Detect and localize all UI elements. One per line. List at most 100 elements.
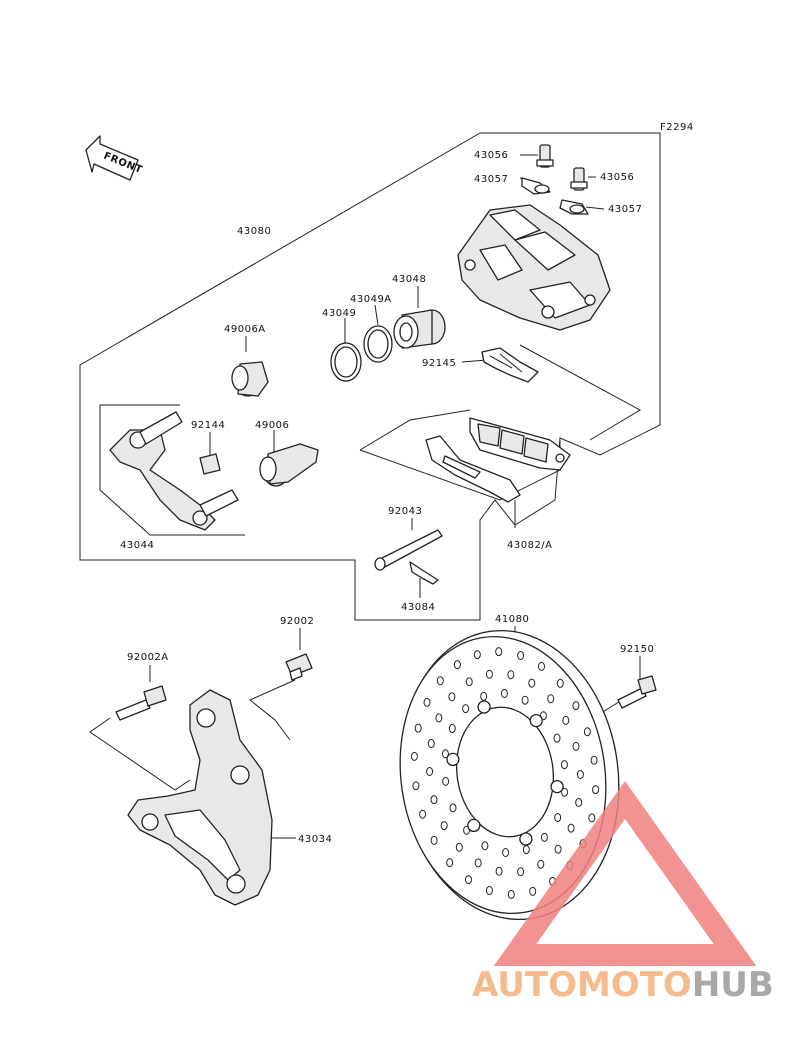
pad-pin xyxy=(374,529,443,571)
label-43044: 43044 xyxy=(120,540,154,551)
caliper-bracket xyxy=(109,411,239,531)
disc-hole xyxy=(448,692,456,702)
disc-hole xyxy=(481,841,489,851)
label-92043: 92043 xyxy=(388,506,422,517)
figure-code: F2294 xyxy=(660,122,694,133)
disc-hole xyxy=(473,650,481,660)
label-43080: 43080 xyxy=(237,226,271,237)
disc-hole xyxy=(507,889,515,899)
pad-spring xyxy=(481,347,539,383)
label-43049A: 43049A xyxy=(350,294,392,305)
disc-hole xyxy=(485,669,493,679)
disc-hole xyxy=(575,798,583,807)
disc-holes xyxy=(410,647,600,899)
disc-hole xyxy=(560,760,568,770)
disc-hole xyxy=(547,694,555,704)
disc-hole xyxy=(455,842,463,852)
brake-pad-shim xyxy=(425,435,521,503)
caliper-body xyxy=(457,204,611,331)
piston xyxy=(393,309,446,349)
disc-hole xyxy=(562,715,570,725)
disc-hole xyxy=(436,676,444,686)
label-41080: 41080 xyxy=(495,614,529,625)
label-43057-a: 43057 xyxy=(474,174,508,185)
disc-hole xyxy=(462,704,470,714)
brake-pad-lining xyxy=(477,423,549,463)
disc-hole xyxy=(507,670,515,680)
watermark-triangle-icon xyxy=(493,780,757,966)
watermark-part2: HUB xyxy=(692,965,774,1005)
disc-hole xyxy=(412,781,420,791)
disc-mount-hole xyxy=(550,779,564,794)
disc-hole xyxy=(410,751,418,761)
bolt-92002A xyxy=(115,685,167,721)
bleed-valve-left xyxy=(536,144,554,168)
bolt-92150 xyxy=(617,675,657,709)
disc-hole xyxy=(522,845,530,855)
disc-hole xyxy=(441,749,449,759)
label-43082A: 43082/A xyxy=(507,540,553,551)
disc-hole xyxy=(572,741,580,751)
automotohub-watermark: AUTOMOTOHUB xyxy=(472,780,774,1005)
disc-hole xyxy=(517,867,525,877)
disc-hole xyxy=(529,886,537,896)
bolt-92002 xyxy=(285,653,313,681)
disc-hole xyxy=(495,647,503,657)
disc-hole xyxy=(465,875,472,885)
disc-hole xyxy=(502,848,510,857)
disc-hole xyxy=(465,677,473,687)
disc-mount-hole xyxy=(519,832,533,846)
label-43049: 43049 xyxy=(322,308,356,319)
label-92150: 92150 xyxy=(620,644,654,655)
disc-hole xyxy=(430,835,438,845)
label-43084: 43084 xyxy=(401,602,435,613)
disc-hole xyxy=(442,776,450,786)
disc-hole xyxy=(427,739,435,748)
pin-boot-a xyxy=(231,361,269,397)
disc-mount-hole xyxy=(467,818,481,833)
disc-hole xyxy=(430,795,438,805)
disc-hole xyxy=(500,689,508,698)
disc-hole xyxy=(554,844,562,854)
label-43034: 43034 xyxy=(298,834,332,845)
label-49006A: 49006A xyxy=(224,324,266,335)
label-49006: 49006 xyxy=(255,420,289,431)
disc-mount-hole xyxy=(446,752,460,767)
disc-hole xyxy=(572,701,580,711)
disc-hole xyxy=(517,651,525,660)
label-43057-b: 43057 xyxy=(608,204,642,215)
disc-hole xyxy=(449,803,457,813)
disc-hole xyxy=(538,661,545,671)
label-92145: 92145 xyxy=(422,358,456,369)
disc-hole xyxy=(554,813,562,822)
disc-hole xyxy=(440,821,448,831)
pin-clip xyxy=(409,561,439,585)
disc-hole xyxy=(446,858,454,868)
disc-hole xyxy=(583,727,591,737)
pad-retainer xyxy=(199,453,221,475)
label-43056-a: 43056 xyxy=(474,150,508,161)
disc-hole xyxy=(480,691,488,701)
disc-hole xyxy=(588,813,596,823)
disc-hole xyxy=(419,809,427,819)
disc-hole xyxy=(495,866,503,876)
disc-hole xyxy=(435,713,443,723)
dust-seal xyxy=(330,342,362,382)
disc-hole xyxy=(426,767,434,776)
disc-mount-hole xyxy=(529,713,543,728)
front-arrow-icon: FRONT xyxy=(85,135,144,181)
disc-mount-hole xyxy=(477,700,491,714)
label-43048: 43048 xyxy=(392,274,426,285)
piston-seal xyxy=(363,325,393,363)
part-labels: 43056 43056 43057 43057 43080 43048 4304… xyxy=(120,150,654,845)
disc-hole xyxy=(485,886,493,895)
disc-hole xyxy=(448,724,456,733)
label-92002A: 92002A xyxy=(127,652,169,663)
disc-hole xyxy=(540,832,548,842)
label-92002: 92002 xyxy=(280,616,314,627)
disc-hole xyxy=(590,755,598,765)
caliper-assembly-outline xyxy=(79,132,661,621)
disc-hole xyxy=(567,823,575,833)
disc-hole xyxy=(423,697,431,707)
